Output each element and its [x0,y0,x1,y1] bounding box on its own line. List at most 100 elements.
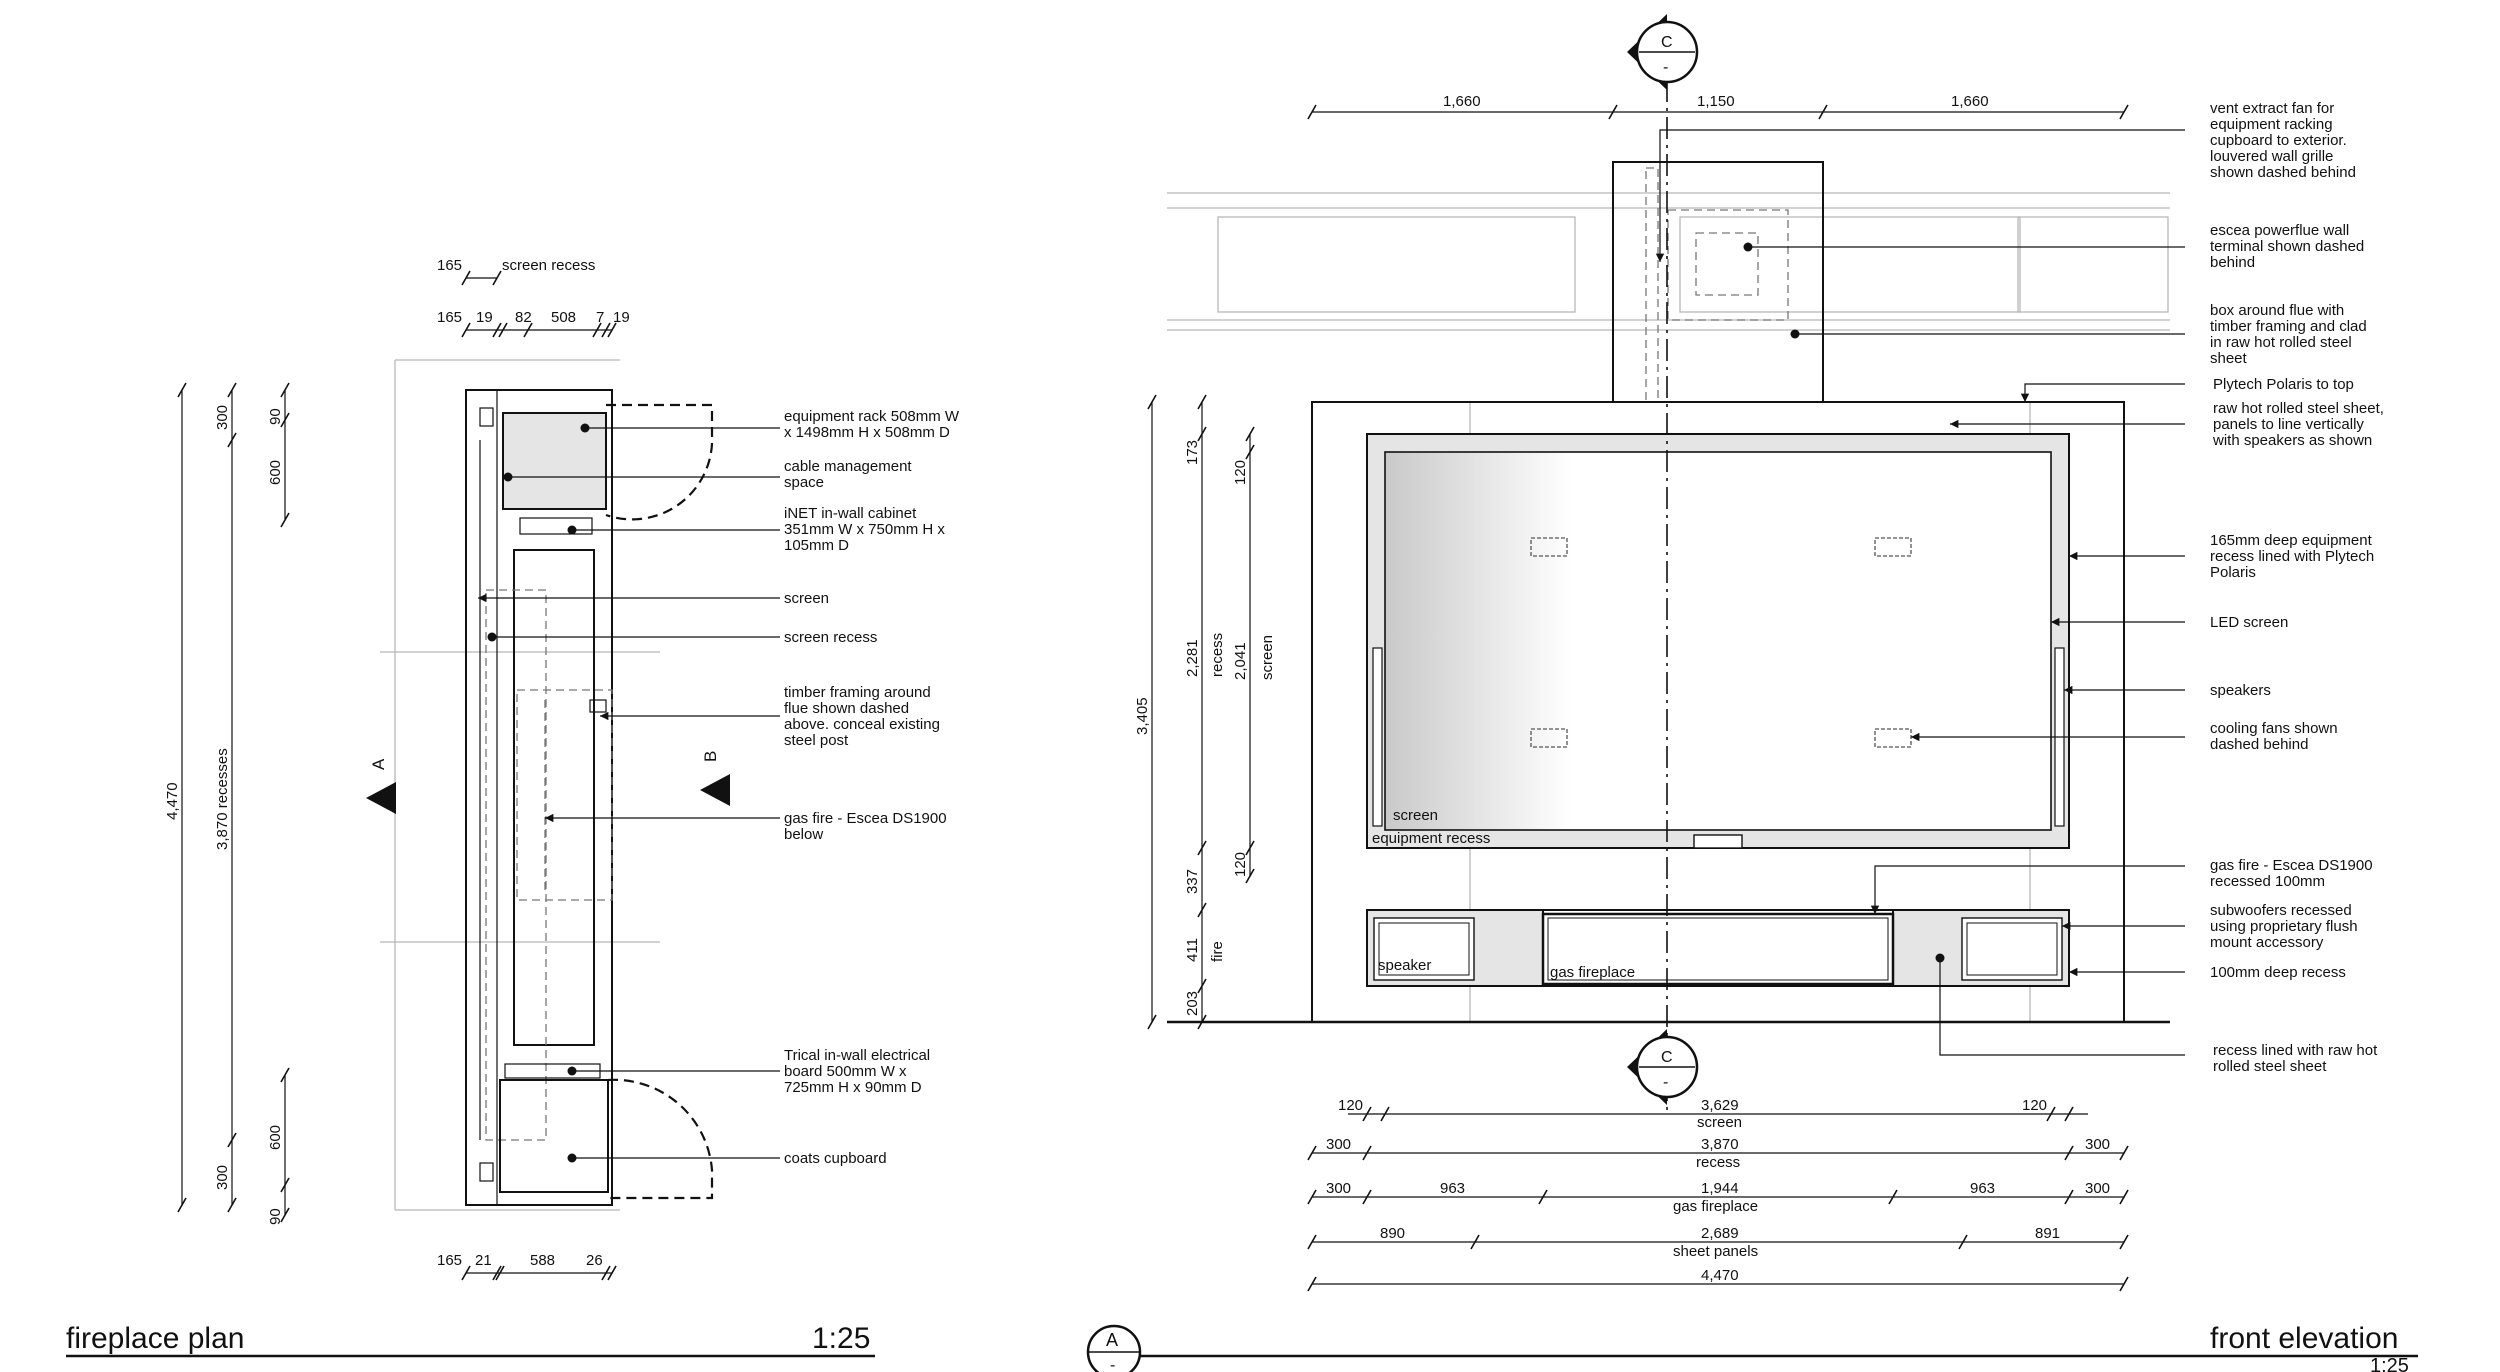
svg-text:90: 90 [267,408,284,425]
svg-text:588: 588 [530,1252,555,1269]
svg-text:3,870 recesses: 3,870 recesses [214,748,231,850]
svg-text:-: - [1663,59,1668,76]
svg-text:600: 600 [267,1125,284,1150]
svg-text:recess: recess [1696,1154,1740,1171]
note-speakers: speakers [2210,682,2271,699]
svg-text:891: 891 [2035,1225,2060,1242]
svg-text:120: 120 [1338,1097,1363,1114]
svg-text:4,470: 4,470 [1701,1267,1739,1284]
screen-recess-plan [513,549,595,1046]
svg-text:337: 337 [1184,869,1201,894]
cupboard-door-swing [607,1078,714,1200]
svg-text:sheet panels: sheet panels [1673,1243,1758,1260]
section-b-label: B [701,751,720,762]
subwoofer-left [1373,917,1475,981]
fireplace-plan: A B 165 screen recess 165 19 82 508 7 19… [66,257,960,1358]
plan-title: fireplace plan [66,1322,244,1355]
svg-text:300: 300 [214,405,231,430]
svg-text:120: 120 [2022,1097,2047,1114]
powerflue-terminal [1695,232,1759,296]
svg-text:1,660: 1,660 [1951,93,1989,110]
svg-text:-: - [1663,1074,1668,1091]
note-coats-cupboard: coats cupboard [784,1150,887,1167]
svg-text:2,041: 2,041 [1232,642,1249,680]
svg-text:21: 21 [475,1252,492,1269]
svg-text:120: 120 [1232,852,1249,877]
note-steel-sheet: raw hot rolled steel sheet,panels to lin… [2212,400,2384,449]
svg-text:300: 300 [1326,1136,1351,1153]
note-plytech-top: Plytech Polaris to top [2213,376,2354,393]
svg-text:4,470: 4,470 [164,782,181,820]
svg-text:C: C [1661,1049,1673,1066]
svg-text:411: 411 [1184,938,1201,962]
svg-text:recess: recess [1209,633,1226,677]
svg-text:508: 508 [551,309,576,326]
plan-left-dims: 4,470 300 3,870 recesses 300 90 600 600 … [164,382,290,1225]
label-gas-fireplace: gas fireplace [1550,964,1635,981]
svg-text:screen recess: screen recess [502,257,595,274]
note-deep-recess: 100mm deep recess [2210,964,2346,981]
svg-text:1,944: 1,944 [1701,1180,1739,1197]
svg-text:26: 26 [586,1252,603,1269]
svg-text:7: 7 [596,309,604,326]
elevation-scale: 1:25 [2370,1355,2409,1372]
note-screen-recess: screen recess [784,629,877,646]
svg-text:963: 963 [1440,1180,1465,1197]
section-c-top: C - [1627,14,1699,90]
svg-text:3,405: 3,405 [1134,697,1151,735]
label-screen: screen [1393,807,1438,824]
svg-text:890: 890 [1380,1225,1405,1242]
svg-text:82: 82 [515,309,532,326]
label-speaker: speaker [1378,957,1431,974]
elevation-left-dims: 3,405 173 2,281 recess 337 411 fire 203 … [1134,394,1276,1030]
svg-text:963: 963 [1970,1180,1995,1197]
svg-text:300: 300 [2085,1180,2110,1197]
svg-text:173: 173 [1184,440,1201,465]
svg-text:C: C [1661,34,1673,51]
gas-fireplace [1541,912,1895,986]
coats-cupboard [499,1079,609,1193]
section-a-marker [366,782,396,814]
svg-text:2,689: 2,689 [1701,1225,1739,1242]
svg-text:300: 300 [2085,1136,2110,1153]
label-equipment-recess: equipment recess [1372,830,1490,847]
front-elevation: C - C - 1,660 1,150 1,660 3,405 173 [1086,14,2418,1372]
elevation-leaders [1655,129,2185,1056]
svg-text:screen: screen [1697,1114,1742,1131]
svg-text:600: 600 [267,460,284,485]
svg-text:90: 90 [267,1208,284,1225]
svg-text:300: 300 [1326,1180,1351,1197]
svg-text:1,660: 1,660 [1443,93,1481,110]
view-marker-a: A - [1086,1324,1142,1372]
svg-text:300: 300 [214,1165,231,1190]
subwoofer-right [1961,917,2063,981]
plan-scale: 1:25 [812,1322,870,1355]
elevation-bottom-dims: 120 3,629 screen 120 300 3,870 recess 30… [1307,1097,2129,1292]
plan-outline [465,389,613,1206]
plan-leaders [478,423,780,1163]
svg-text:165: 165 [437,1252,462,1269]
plan-top-dims: 165 screen recess 165 19 82 508 7 19 [437,257,630,338]
svg-text:gas fireplace: gas fireplace [1673,1198,1758,1215]
svg-text:2,281: 2,281 [1184,639,1201,677]
section-a-label: A [369,758,388,770]
elevation-title: front elevation [2210,1322,2398,1355]
svg-text:120: 120 [1232,460,1249,485]
svg-text:1,150: 1,150 [1697,93,1735,110]
